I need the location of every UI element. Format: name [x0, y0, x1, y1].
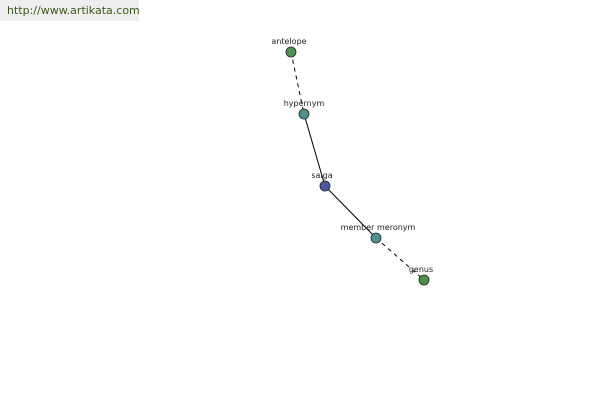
node-label-member-meronym: member meronym: [341, 223, 416, 232]
relation-node-icon[interactable]: [370, 232, 382, 244]
edge-hypernym-saiga: [303, 113, 326, 187]
edge-antelope-hypernym: [290, 51, 305, 115]
edge-saiga-member-meronym: [324, 185, 377, 239]
node-member-meronym[interactable]: member meronym: [341, 223, 416, 244]
node-label-genus: genus: [409, 265, 433, 274]
graph-edges: [290, 51, 425, 281]
node-label-hypernym: hypernym: [284, 99, 325, 108]
node-hypernym[interactable]: hypernym: [284, 99, 325, 120]
relation-node-icon[interactable]: [298, 108, 310, 120]
site-url-link[interactable]: http://www.artikata.com: [7, 4, 140, 17]
edge-member-meronym-genus: [375, 237, 425, 281]
node-genus[interactable]: genus: [409, 265, 433, 286]
node-label-saiga: saiga: [311, 171, 332, 180]
node-saiga[interactable]: saiga: [311, 171, 333, 192]
graph-nodes: antelope hypernym saiga member meronym g…: [271, 37, 433, 286]
node-antelope[interactable]: antelope: [271, 37, 307, 58]
leaf-node-icon[interactable]: [285, 46, 297, 58]
leaf-node-icon[interactable]: [418, 274, 430, 286]
url-bar: http://www.artikata.com: [0, 0, 140, 21]
node-label-antelope: antelope: [271, 37, 306, 46]
root-node-icon[interactable]: [319, 180, 331, 192]
